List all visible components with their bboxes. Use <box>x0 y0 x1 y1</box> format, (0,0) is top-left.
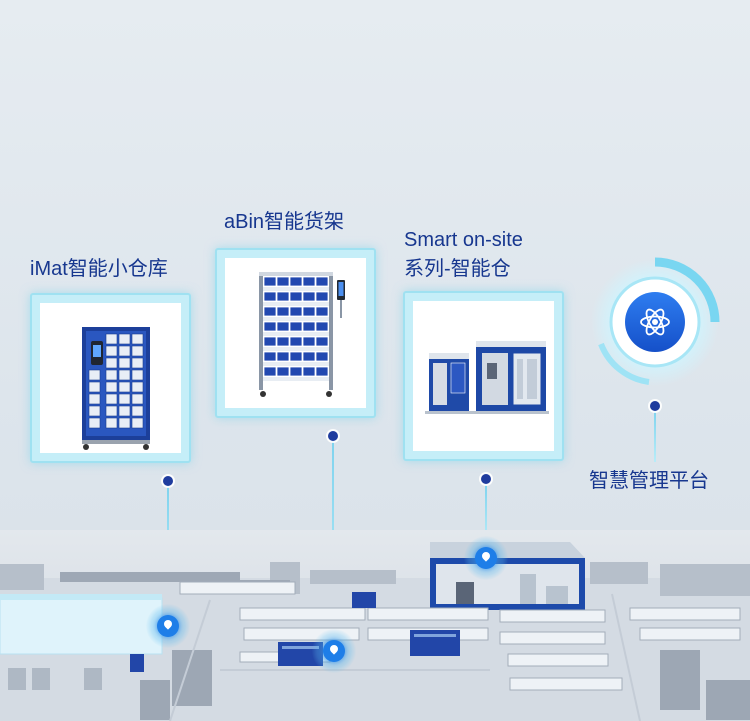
smart-location-pin[interactable] <box>464 536 508 580</box>
smart-image <box>413 301 554 451</box>
smart-title-line1: Smart on-site <box>404 229 523 251</box>
platform-title: 智慧管理平台 <box>589 470 709 492</box>
abin-title: aBin智能货架 <box>224 211 345 233</box>
atom-icon <box>637 304 673 340</box>
platform-connector-line <box>654 410 656 462</box>
locker-cabinet-image <box>82 327 150 450</box>
smart-shelf-image <box>259 272 345 397</box>
factory-floor-scene <box>0 530 750 721</box>
abin-location-pin[interactable] <box>312 629 356 673</box>
imat-title: iMat智能小仓库 <box>30 258 168 280</box>
smart-title-line2: 系列-智能仓 <box>404 258 511 280</box>
imat-card[interactable] <box>30 293 191 463</box>
smart-card[interactable] <box>403 291 564 461</box>
abin-image <box>225 258 366 408</box>
imat-connector-dot <box>163 476 173 486</box>
imat-image <box>40 303 181 453</box>
platform-connector-dot <box>650 401 660 411</box>
smart-connector-dot <box>481 474 491 484</box>
abin-connector-dot <box>328 431 338 441</box>
imat-location-pin[interactable] <box>146 604 190 648</box>
smart-connector-line <box>485 483 487 543</box>
abin-card[interactable] <box>215 248 376 418</box>
smart-warehouse-image <box>425 341 549 414</box>
